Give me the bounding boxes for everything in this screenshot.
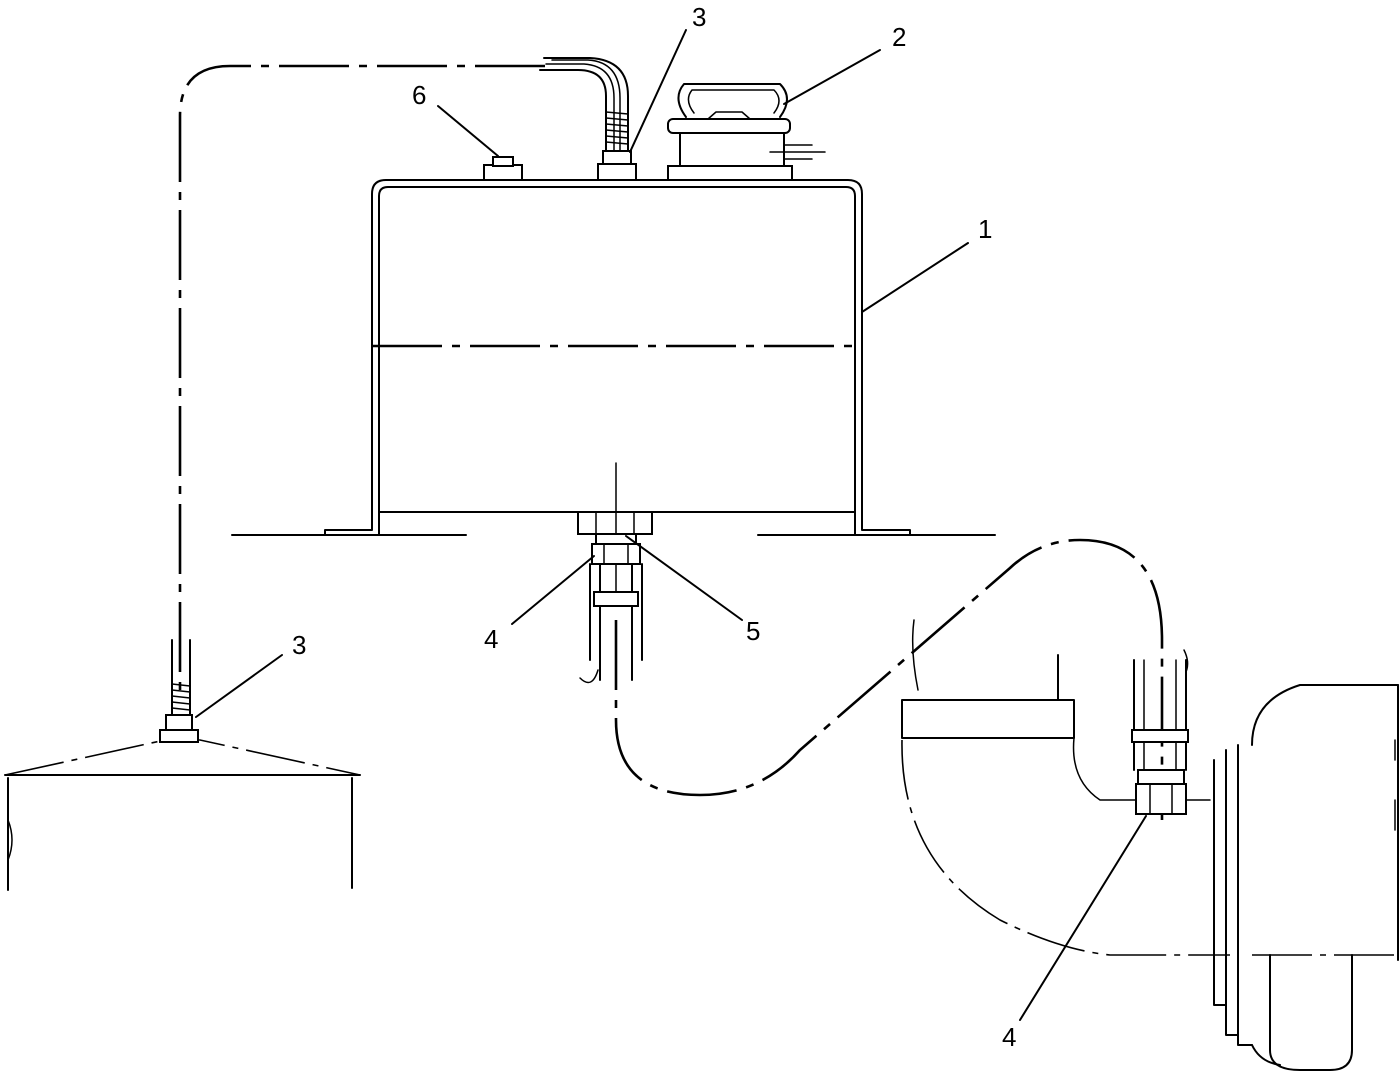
pump-housing bbox=[901, 619, 1399, 1071]
return-hose bbox=[178, 64, 545, 700]
callout-1: 1 bbox=[978, 214, 992, 244]
outlet-fitting bbox=[579, 533, 643, 684]
callout-3-left: 3 bbox=[292, 630, 306, 660]
callout-6: 6 bbox=[412, 80, 426, 110]
supply-hose bbox=[614, 538, 1164, 820]
filler-cap bbox=[667, 83, 826, 181]
callout-5: 5 bbox=[746, 616, 760, 646]
callout-4-center: 4 bbox=[484, 624, 498, 654]
breather-fitting bbox=[483, 156, 523, 181]
pump-inlet-fitting bbox=[1131, 649, 1211, 815]
callout-4-bottom: 4 bbox=[1002, 1022, 1016, 1052]
left-tank bbox=[4, 639, 361, 891]
leader-lines bbox=[195, 29, 1147, 1021]
callout-2: 2 bbox=[892, 22, 906, 52]
callout-3-top: 3 bbox=[692, 2, 706, 32]
top-hose-fitting bbox=[539, 57, 637, 181]
